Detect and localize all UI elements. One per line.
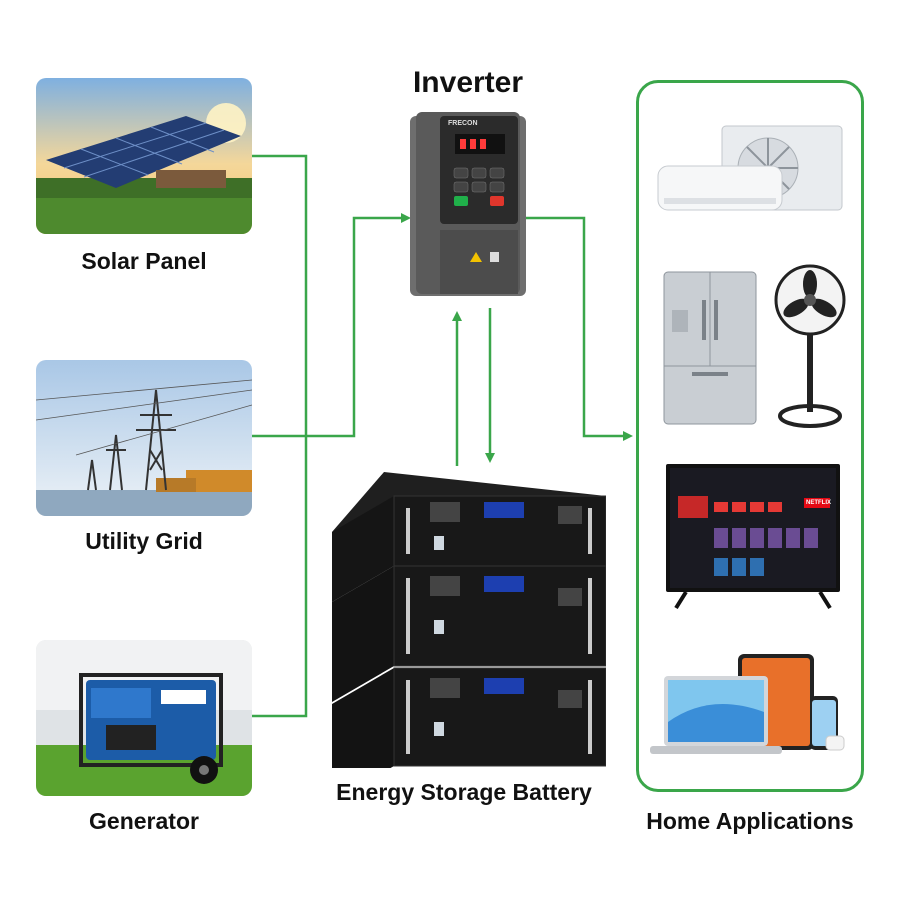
air-conditioner-icon	[656, 122, 846, 218]
tv-app-label: NETFLIX	[806, 500, 831, 506]
television-icon: NETFLIX	[664, 462, 842, 610]
battery-unit-3	[332, 667, 607, 802]
home-applications-box	[636, 80, 864, 792]
battery-label: Energy Storage Battery	[336, 779, 592, 805]
inverter-brand-label: FRECON	[448, 120, 478, 127]
utility-grid-label: Utility Grid	[85, 528, 203, 554]
refrigerator-icon	[662, 270, 758, 426]
wire-inverter-to-home	[526, 216, 633, 441]
wire-grid	[252, 213, 411, 438]
utility-grid-photo	[36, 360, 252, 516]
battery-unit-2	[332, 565, 607, 702]
battery-stack	[330, 466, 607, 802]
devices-icon	[650, 652, 850, 756]
standing-fan-icon	[772, 262, 848, 430]
generator-label: Generator	[89, 808, 199, 834]
battery-unit-1	[332, 472, 607, 602]
solar-panel-photo	[36, 78, 252, 234]
home-applications-label: Home Applications	[646, 808, 854, 834]
inverter-device: FRECON	[410, 112, 526, 296]
generator-photo	[36, 640, 252, 796]
inverter-title: Inverter	[412, 66, 524, 99]
solar-panel-label: Solar Panel	[81, 248, 207, 274]
